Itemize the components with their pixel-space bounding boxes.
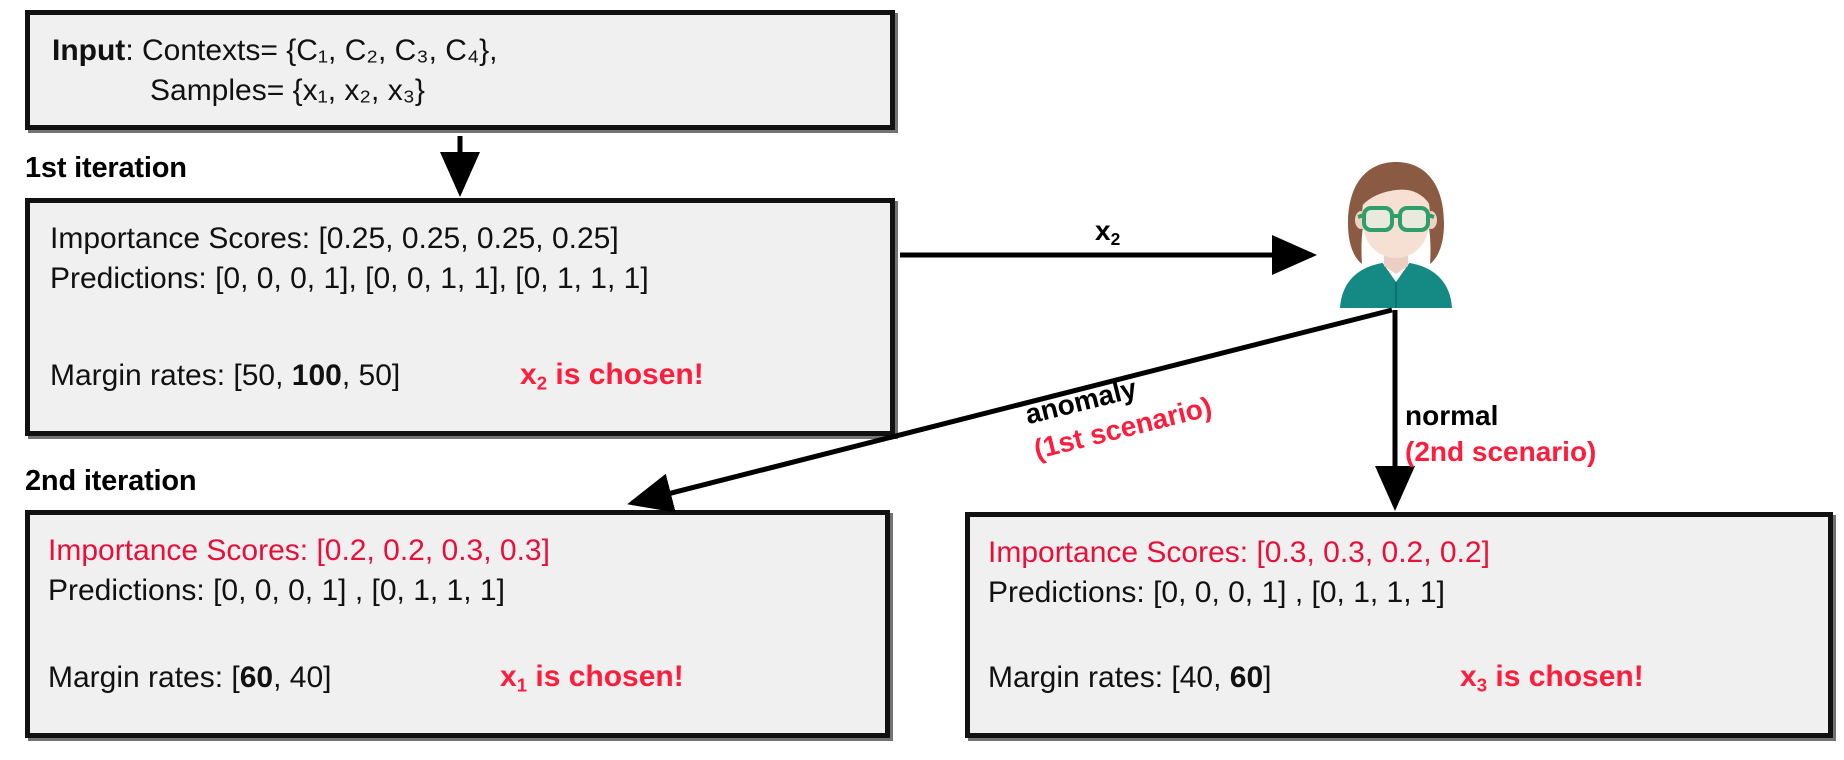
iteration2-left-margin-prefix: [ — [231, 661, 240, 694]
iteration1-predictions-values: [0, 0, 0, 1], [0, 0, 1, 1], [0, 1, 1, 1] — [215, 262, 649, 295]
input-box: Input: Contexts= {C₁, C₂, C₃, C₄}, Sampl… — [25, 10, 895, 130]
input-line-2: Samples= {x₁, x₂, x₃} — [150, 73, 425, 110]
iteration1-importance-label: Importance Scores: — [50, 222, 319, 255]
branch-label-anomaly-group: anomaly (1st scenario) — [1022, 356, 1215, 466]
iteration1-predictions-label: Predictions: — [50, 262, 216, 295]
heading-1st-iteration: 1st iteration — [25, 152, 187, 184]
iteration2-left-chosen-callout: x1 is chosen! — [500, 660, 684, 694]
iteration2-right-margin-bold: 60 — [1229, 661, 1264, 694]
iteration2-right-predictions-label: Predictions: — [988, 576, 1154, 609]
iteration2-right-chosen-var: x — [1460, 660, 1477, 693]
iteration2-anomaly-box: Importance Scores: [0.2, 0.2, 0.3, 0.3] … — [25, 510, 890, 738]
heading-2nd-iteration: 2nd iteration — [25, 465, 197, 497]
iteration2-right-importance: Importance Scores: [0.3, 0.3, 0.2, 0.2] — [988, 535, 1490, 572]
iteration1-importance: Importance Scores: [0.25, 0.25, 0.25, 0.… — [50, 221, 619, 258]
input-label: Input — [52, 34, 126, 67]
iteration1-margin-prefix: [50, — [233, 359, 292, 392]
iteration1-chosen-var: x — [520, 358, 537, 391]
iteration1-importance-values: [0.25, 0.25, 0.25, 0.25] — [318, 222, 619, 255]
iteration1-margin-bold: 100 — [291, 359, 342, 392]
iteration2-left-predictions-values: [0, 0, 0, 1] , [0, 1, 1, 1] — [213, 574, 505, 607]
iteration2-left-margin: Margin rates: [60, 40] — [48, 660, 332, 697]
arrow-label-x2-subscript: 2 — [1110, 229, 1121, 250]
iteration2-right-margin: Margin rates: [40, 60] — [988, 660, 1272, 697]
iteration2-normal-box: Importance Scores: [0.3, 0.3, 0.2, 0.2] … — [965, 512, 1833, 738]
iteration2-right-margin-label: Margin rates: — [988, 661, 1172, 694]
iteration1-predictions: Predictions: [0, 0, 0, 1], [0, 0, 1, 1],… — [50, 261, 649, 298]
iteration1-chosen-callout: x2 is chosen! — [520, 358, 704, 392]
iteration2-right-chosen-text: is chosen! — [1487, 660, 1644, 693]
iteration2-right-importance-values: [0.3, 0.3, 0.2, 0.2] — [1256, 536, 1490, 569]
iteration2-left-margin-suffix: , 40] — [273, 661, 332, 694]
input-contexts: : Contexts= {C₁, C₂, C₃, C₄}, — [125, 34, 498, 67]
iteration2-left-importance: Importance Scores: [0.2, 0.2, 0.3, 0.3] — [48, 533, 550, 570]
input-samples: Samples= {x₁, x₂, x₃} — [150, 74, 425, 107]
input-line-1: Input: Contexts= {C₁, C₂, C₃, C₄}, — [52, 33, 498, 70]
iteration2-left-margin-bold: 60 — [239, 661, 274, 694]
iteration1-chosen-text: is chosen! — [547, 358, 704, 391]
iteration2-left-chosen-text: is chosen! — [527, 660, 684, 693]
iteration1-margin-label: Margin rates: — [50, 359, 234, 392]
iteration1-margin-suffix: , 50] — [341, 359, 401, 392]
iteration2-left-predictions: Predictions: [0, 0, 0, 1] , [0, 1, 1, 1] — [48, 573, 505, 610]
iteration2-right-chosen-subscript: 3 — [1476, 674, 1488, 696]
human-annotator-avatar — [1322, 158, 1470, 308]
branch-label-normal: normal — [1405, 400, 1499, 431]
iteration2-right-margin-prefix: [40, — [1171, 661, 1230, 694]
iteration1-margin: Margin rates: [50, 100, 50] — [50, 358, 400, 395]
iteration2-right-importance-label: Importance Scores: — [988, 536, 1257, 569]
branch-label-normal-scenario: (2nd scenario) — [1405, 436, 1597, 467]
arrow-label-x2: x2 — [1095, 215, 1121, 250]
iteration2-left-chosen-var: x — [500, 660, 517, 693]
iteration2-right-predictions: Predictions: [0, 0, 0, 1] , [0, 1, 1, 1] — [988, 575, 1445, 612]
iteration1-chosen-subscript: 2 — [536, 372, 548, 394]
iteration2-left-predictions-label: Predictions: — [48, 574, 214, 607]
iteration2-right-margin-suffix: ] — [1263, 661, 1272, 694]
iteration2-left-chosen-subscript: 1 — [516, 674, 528, 696]
branch-label-normal-group: normal (2nd scenario) — [1405, 400, 1596, 468]
iteration2-left-importance-label: Importance Scores: — [48, 534, 317, 567]
arrow-label-x2-var: x — [1095, 215, 1111, 246]
avatar-icon — [1340, 162, 1452, 308]
iteration2-right-chosen-callout: x3 is chosen! — [1460, 660, 1644, 694]
iteration1-box: Importance Scores: [0.25, 0.25, 0.25, 0.… — [25, 198, 895, 436]
iteration2-left-margin-label: Margin rates: — [48, 661, 232, 694]
iteration2-right-predictions-values: [0, 0, 0, 1] , [0, 1, 1, 1] — [1153, 576, 1445, 609]
iteration2-left-importance-values: [0.2, 0.2, 0.3, 0.3] — [316, 534, 550, 567]
